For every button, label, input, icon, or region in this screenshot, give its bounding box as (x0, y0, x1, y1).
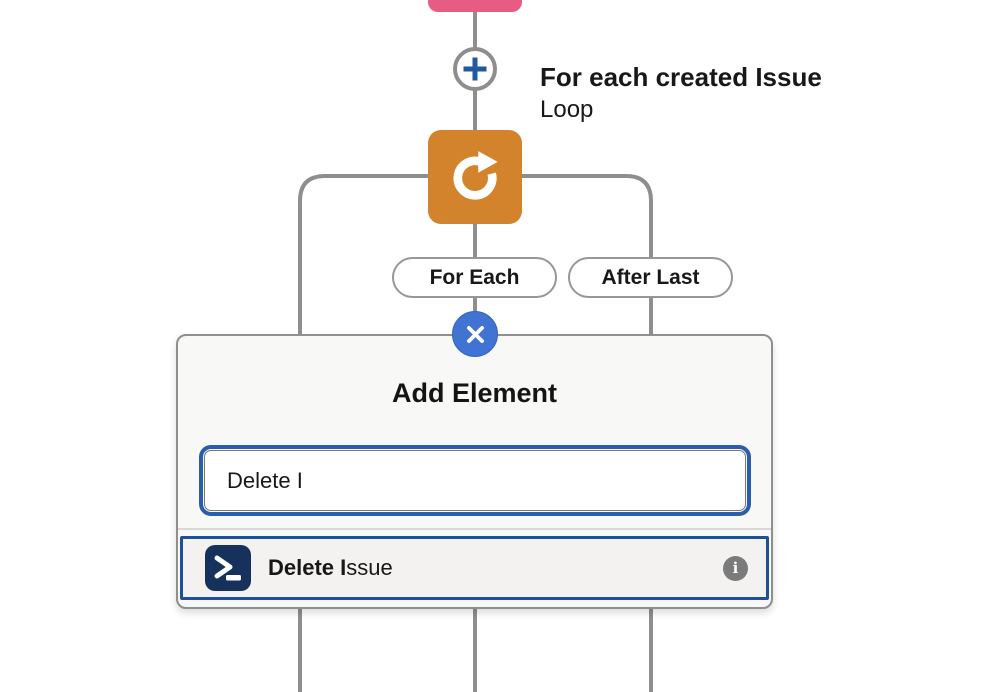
node-title: For each created Issue (540, 62, 822, 92)
node-type-label: Loop (540, 96, 594, 123)
branch-label-for-each: For Each (392, 257, 557, 298)
result-label-match: Delete I (268, 555, 347, 580)
popover-divider (178, 528, 771, 530)
element-search-input[interactable] (204, 450, 746, 511)
result-label-rest: ssue (346, 555, 393, 580)
info-icon[interactable]: i (723, 555, 748, 581)
loop-refresh-icon (453, 151, 498, 200)
flow-node-partial[interactable] (428, 0, 522, 12)
branch-label-text: After Last (601, 265, 700, 289)
branch-label-after-last: After Last (568, 257, 733, 298)
search-result-delete-issue[interactable]: Delete Issue i (180, 536, 769, 600)
close-popover-button[interactable] (452, 311, 498, 357)
close-x-icon (466, 325, 484, 343)
result-label: Delete Issue (268, 555, 393, 581)
node-hover-label: For each created Issue Loop (540, 60, 822, 126)
add-node-button[interactable] (453, 47, 497, 91)
popover-title: Add Element (391, 378, 558, 408)
branch-label-text: For Each (429, 265, 520, 289)
add-element-popover: Add Element Delete Issue i (176, 334, 773, 609)
plus-icon (463, 57, 487, 81)
terminal-prompt-icon (205, 545, 251, 591)
search-focus-ring (199, 445, 751, 516)
loop-node[interactable] (428, 130, 522, 224)
